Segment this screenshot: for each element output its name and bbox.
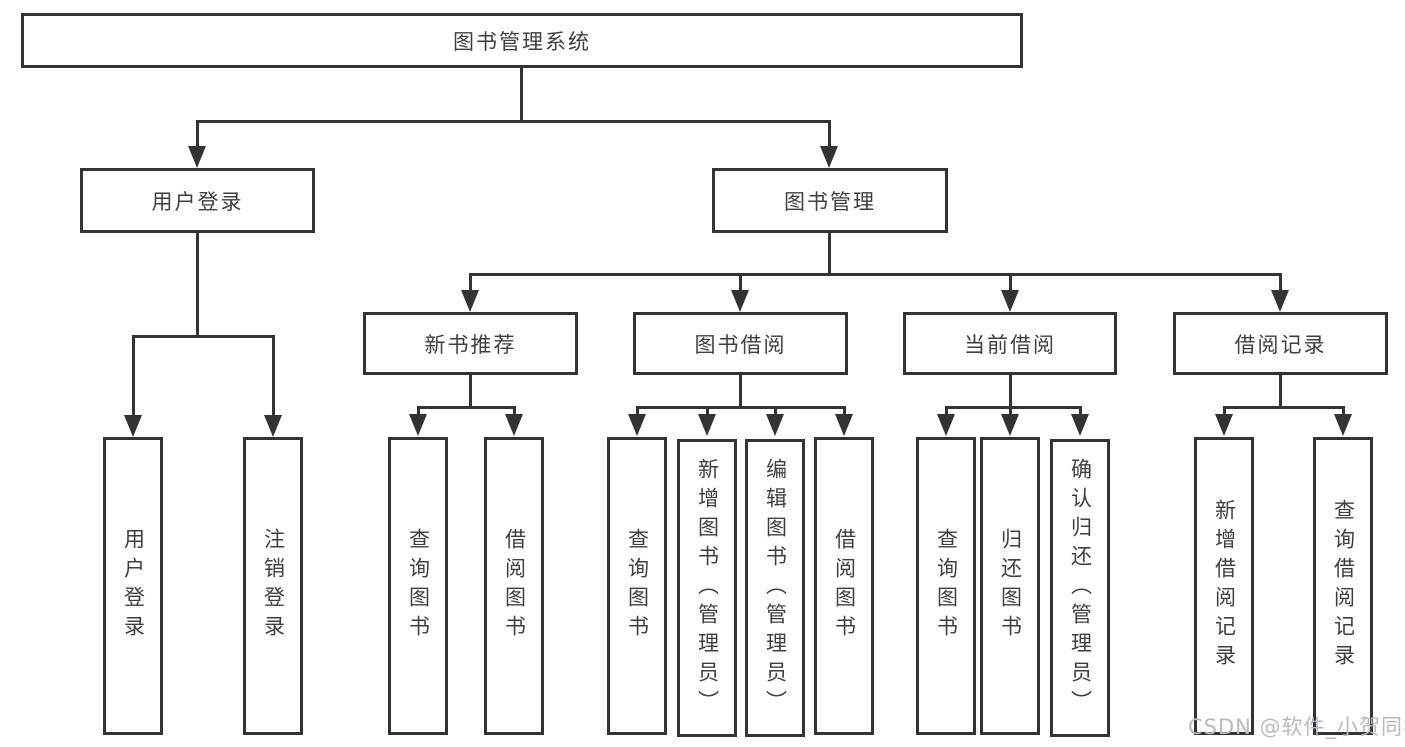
node-user-login: 用户登录 <box>80 168 315 233</box>
node-label: 归还图书 <box>998 528 1023 644</box>
arrow-down-icon <box>1071 414 1089 436</box>
node-label: 查询图书 <box>625 528 650 644</box>
connector-line <box>469 273 1282 276</box>
node-library-management-system: 图书管理系统 <box>21 13 1023 68</box>
leaf-edit-book-admin: 编辑图书（管理员） <box>745 439 805 737</box>
arrow-down-icon <box>264 415 282 437</box>
arrow-down-icon <box>461 290 479 312</box>
arrow-down-icon <box>1334 414 1352 436</box>
connector-line <box>469 375 472 409</box>
arrow-down-icon <box>1215 414 1233 436</box>
node-current-borrow: 当前借阅 <box>903 312 1117 375</box>
connector-line <box>828 233 831 276</box>
csdn-watermark: CSDN @软件_小贺同学 <box>1188 715 1405 739</box>
node-label: 编辑图书（管理员） <box>763 457 788 719</box>
node-label: 借阅图书 <box>502 528 527 644</box>
leaf-borrow-books-recommend: 借阅图书 <box>484 437 544 735</box>
connector-line <box>1009 273 1012 293</box>
connector-line <box>739 273 742 293</box>
leaf-query-books-borrow: 查询图书 <box>607 437 667 735</box>
connector-line <box>1279 273 1282 293</box>
connector-line <box>636 406 846 409</box>
connector-line <box>1079 406 1082 417</box>
connector-line <box>132 335 275 338</box>
connector-line <box>196 233 199 338</box>
connector-line <box>513 406 516 417</box>
node-label: 查询图书 <box>406 528 431 644</box>
connector-line <box>828 120 831 150</box>
leaf-add-borrow-record: 新增借阅记录 <box>1194 437 1254 735</box>
connector-line <box>272 335 275 417</box>
arrow-down-icon <box>409 414 427 436</box>
node-label: 借阅记录 <box>1234 332 1327 357</box>
node-label: 确认归还（管理员） <box>1068 457 1093 719</box>
arrow-down-icon <box>124 415 142 437</box>
connector-line <box>1009 406 1012 417</box>
arrow-down-icon <box>766 414 784 436</box>
arrow-down-icon <box>937 414 955 436</box>
node-label: 图书管理系统 <box>453 29 591 54</box>
connector-line <box>132 335 135 417</box>
connector-line <box>1223 406 1345 409</box>
connector-line <box>417 406 420 417</box>
connector-line <box>1342 406 1345 417</box>
connector-line <box>945 406 948 417</box>
connector-line <box>1279 375 1282 409</box>
connector-line <box>636 406 639 417</box>
connector-line <box>1223 406 1226 417</box>
arrow-down-icon <box>188 146 206 168</box>
connector-line <box>774 406 777 417</box>
node-label: 查询借阅记录 <box>1331 499 1356 673</box>
arrow-down-icon <box>731 290 749 312</box>
connector-line <box>1009 375 1012 409</box>
node-label: 查询图书 <box>934 528 959 644</box>
node-borrow-records: 借阅记录 <box>1173 312 1388 375</box>
node-label: 新增借阅记录 <box>1212 499 1237 673</box>
node-label: 用户登录 <box>121 528 146 644</box>
leaf-query-borrow-record: 查询借阅记录 <box>1313 437 1373 735</box>
leaf-add-book-admin: 新增图书（管理员） <box>677 439 737 737</box>
connector-line <box>843 406 846 417</box>
node-book-management: 图书管理 <box>712 168 948 233</box>
connector-line <box>945 406 1082 409</box>
node-label: 当前借阅 <box>964 332 1056 357</box>
node-new-book-recommend: 新书推荐 <box>363 312 578 375</box>
leaf-confirm-return-admin: 确认归还（管理员） <box>1050 439 1110 737</box>
leaf-return-book: 归还图书 <box>980 437 1040 735</box>
node-label: 新增图书（管理员） <box>695 457 720 719</box>
connector-line <box>417 406 516 409</box>
arrow-down-icon <box>1001 290 1019 312</box>
connector-line <box>706 406 709 417</box>
connector-line <box>520 68 523 120</box>
arrow-down-icon <box>505 414 523 436</box>
arrow-down-icon <box>820 146 838 168</box>
node-label: 图书借阅 <box>694 332 787 357</box>
arrow-down-icon <box>698 414 716 436</box>
leaf-query-books-current: 查询图书 <box>916 437 976 735</box>
connector-line <box>739 375 742 409</box>
connector-line <box>469 273 472 293</box>
node-label: 借阅图书 <box>832 528 857 644</box>
node-label: 新书推荐 <box>424 332 517 357</box>
connector-line <box>196 120 831 123</box>
leaf-borrow-books-borrow: 借阅图书 <box>814 437 874 735</box>
node-label: 注销登录 <box>261 528 286 644</box>
connector-line <box>196 120 199 150</box>
node-book-borrow: 图书借阅 <box>633 312 848 375</box>
leaf-logout: 注销登录 <box>243 437 303 735</box>
leaf-user-login: 用户登录 <box>103 437 163 735</box>
arrow-down-icon <box>628 414 646 436</box>
arrow-down-icon <box>1001 414 1019 436</box>
arrow-down-icon <box>835 414 853 436</box>
arrow-down-icon <box>1271 290 1289 312</box>
node-label: 用户登录 <box>151 189 244 214</box>
node-label: 图书管理 <box>784 189 876 214</box>
leaf-query-books-recommend: 查询图书 <box>388 437 448 735</box>
